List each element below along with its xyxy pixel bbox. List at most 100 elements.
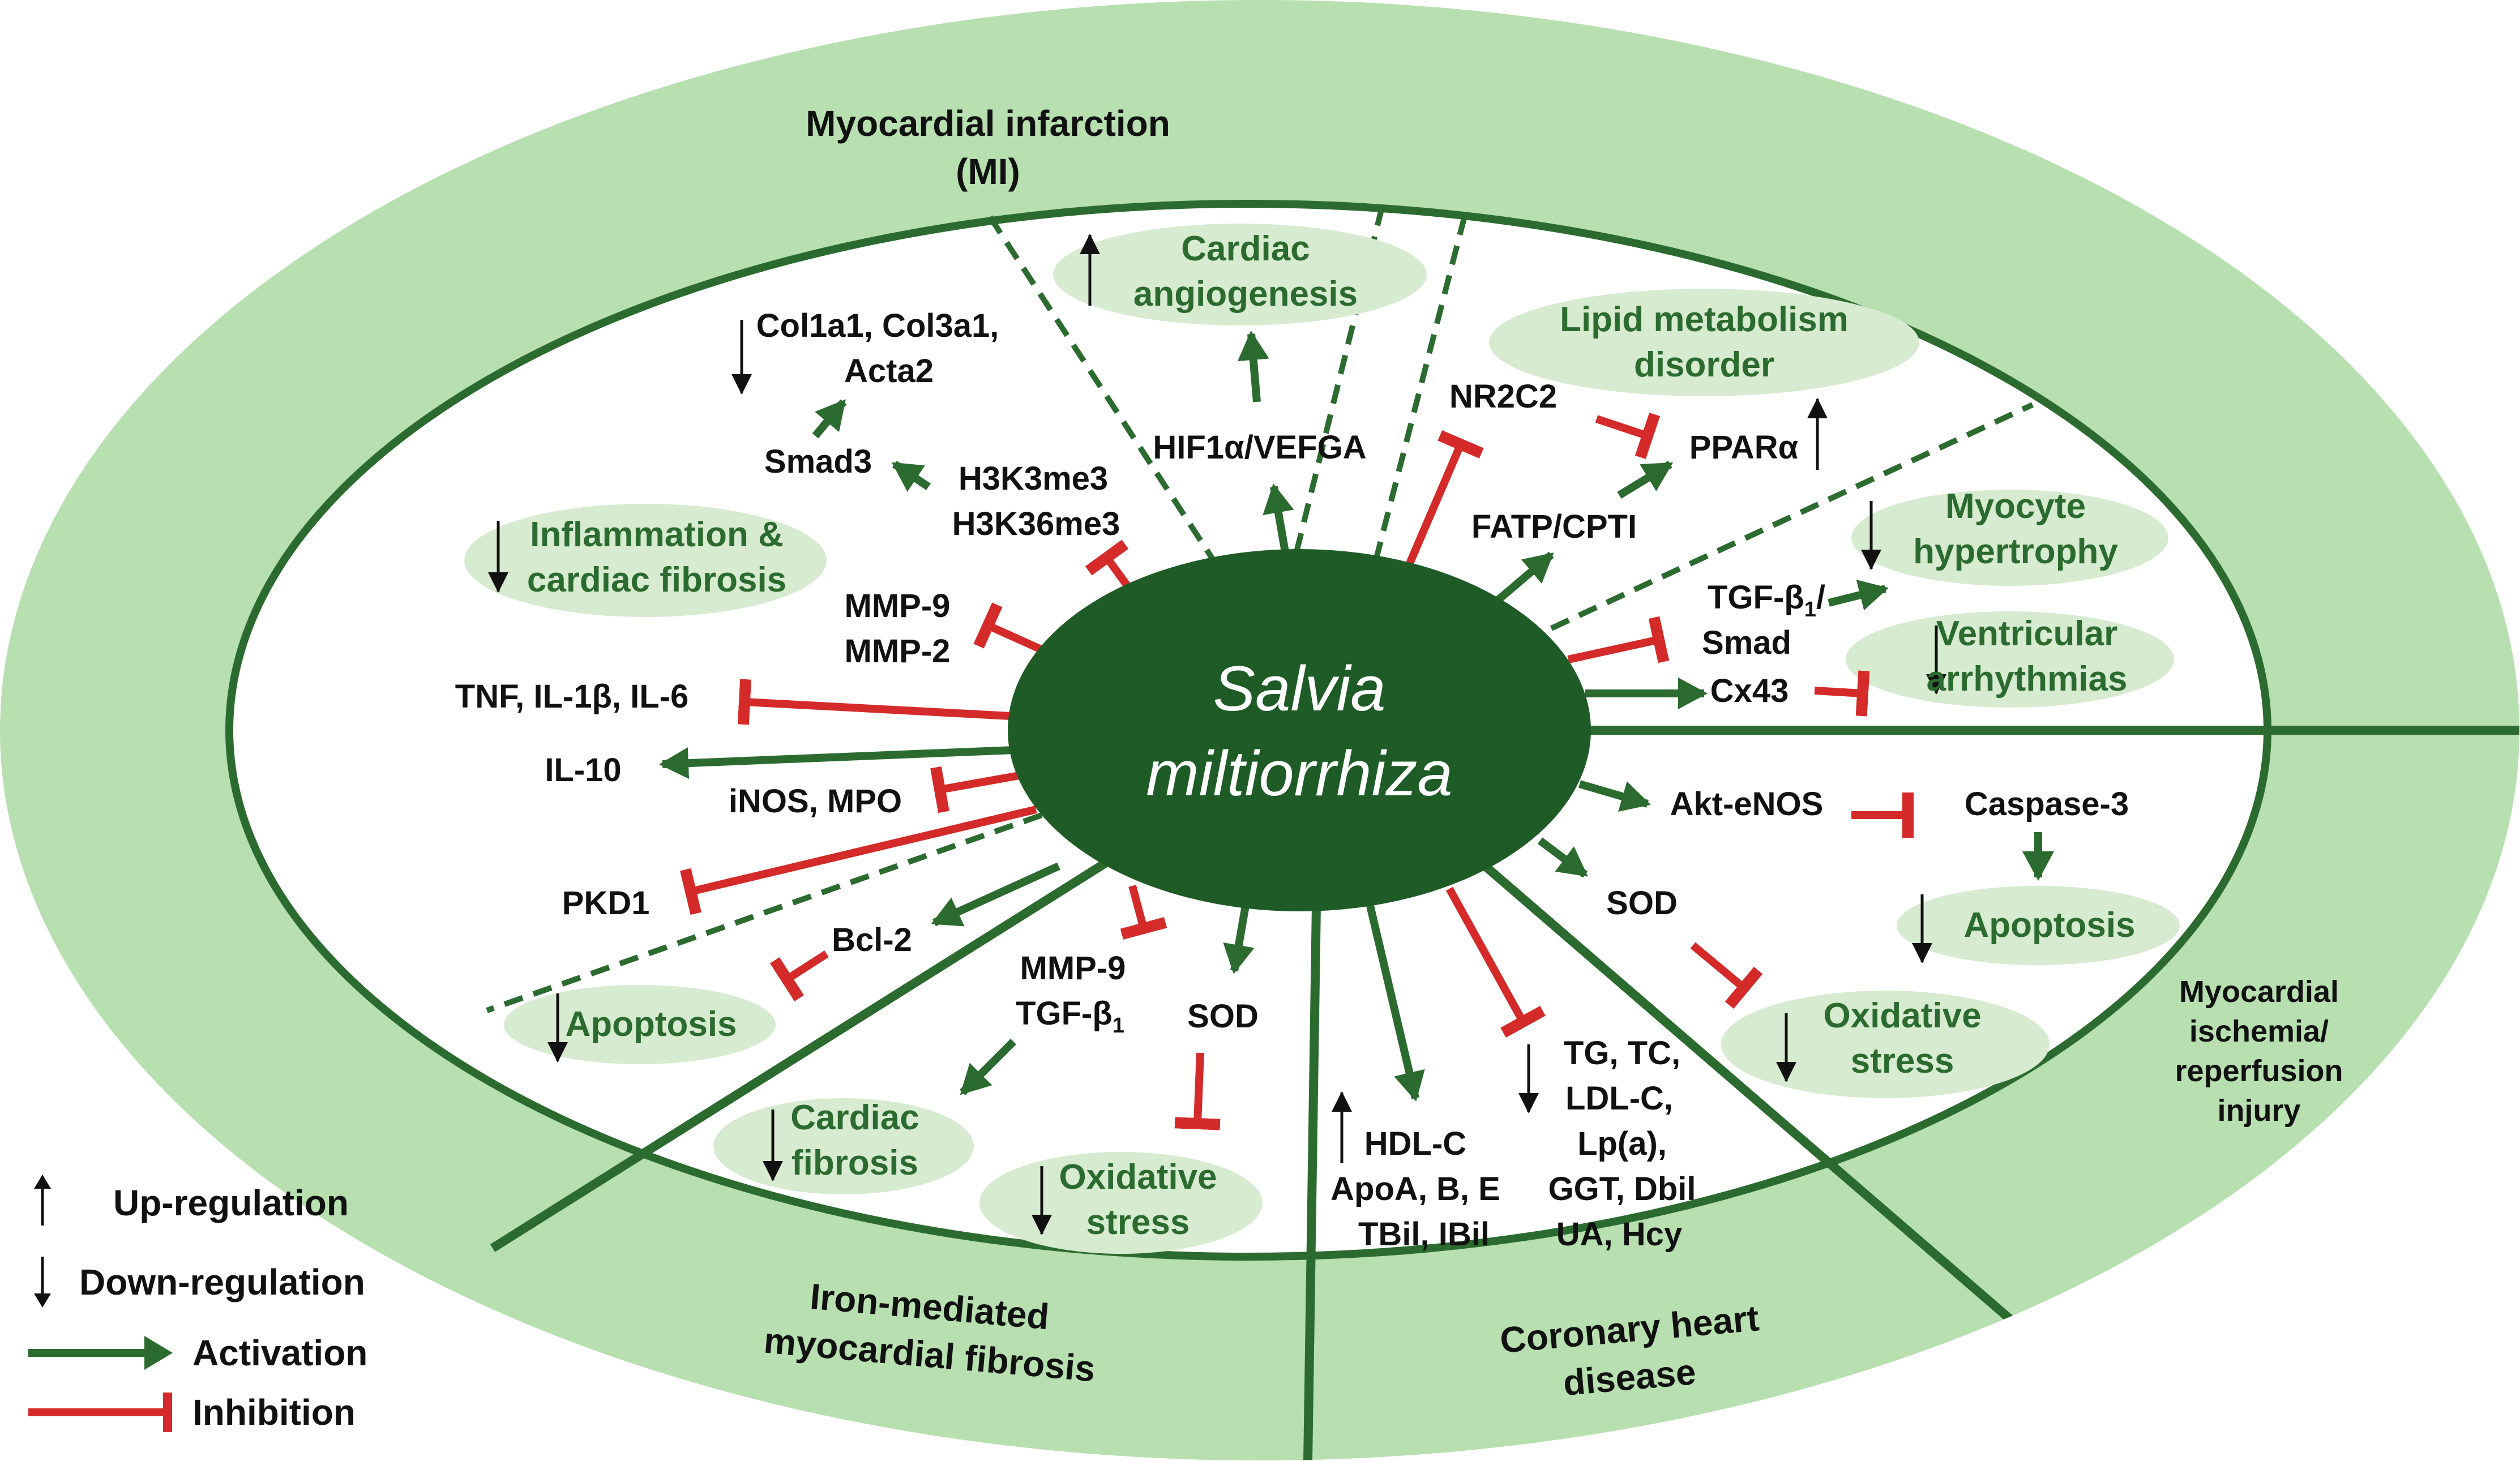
label-mmp2: MMP-2 bbox=[845, 633, 951, 670]
legend-inhibition: Inhibition bbox=[23, 1381, 356, 1443]
dash-4 bbox=[1550, 402, 2034, 631]
arrow-tgf-myocyte bbox=[1828, 579, 1889, 611]
outcome-angio-2: angiogenesis bbox=[1133, 275, 1358, 314]
pill-apoptosis-mi bbox=[504, 985, 776, 1064]
label-apo: ApoA, B, E bbox=[1330, 1171, 1500, 1207]
arrow-hif-angio bbox=[1237, 331, 1269, 402]
section-mir-2: ischemia/ bbox=[2189, 1014, 2329, 1048]
pill-myocyte bbox=[1851, 490, 2168, 586]
legend-activation-label: Activation bbox=[192, 1333, 368, 1373]
legend-inhibition-label: Inhibition bbox=[192, 1392, 356, 1433]
inhib-sod-ox bbox=[1690, 942, 1763, 1009]
label-mmp9-mi: MMP-9 bbox=[845, 588, 951, 624]
label-bcl2: Bcl-2 bbox=[832, 922, 912, 958]
outcome-myo-2: hypertrophy bbox=[1913, 532, 2118, 571]
arrow-tgf-fibrosis bbox=[960, 1039, 1016, 1095]
inhib-tgf-smad bbox=[1567, 616, 1670, 663]
section-mi-abbrev: (MI) bbox=[956, 151, 1020, 192]
label-sod-iron: SOD bbox=[1187, 998, 1259, 1035]
label-lpa: Lp(a), bbox=[1577, 1125, 1667, 1162]
inhib-mmp bbox=[973, 602, 1046, 655]
down-arrow-icon bbox=[23, 1251, 176, 1313]
dash-1 bbox=[982, 208, 1220, 568]
dash-5 bbox=[486, 812, 1043, 1013]
divider-chd-mir bbox=[1469, 851, 2013, 1323]
arrow-fatp-ppar bbox=[1617, 461, 1674, 499]
outcome-vent-1: Ventricular bbox=[1936, 614, 2117, 653]
outcome-apop-mi: Apoptosis bbox=[565, 1005, 737, 1044]
label-fatp: FATP/CPTI bbox=[1471, 508, 1637, 545]
pill-inflammation bbox=[464, 504, 827, 617]
activation-arrow-icon bbox=[23, 1322, 176, 1384]
label-caspase: Caspase-3 bbox=[1965, 786, 2129, 822]
legend-up-label: Up-regulation bbox=[113, 1182, 349, 1223]
outcome-fib-2: fibrosis bbox=[791, 1143, 918, 1182]
arrow-fatp bbox=[1492, 551, 1554, 606]
label-inos: iNOS, MPO bbox=[729, 783, 902, 820]
label-sod-mir: SOD bbox=[1606, 885, 1678, 922]
arrow-h3k-smad3 bbox=[892, 461, 931, 492]
arrow-bcl2 bbox=[931, 862, 1060, 927]
label-smad3: Smad3 bbox=[764, 443, 872, 480]
label-h3k36: H3K36me3 bbox=[952, 505, 1120, 542]
label-tg: TG, TC, bbox=[1564, 1035, 1680, 1072]
label-ua: UA, Hcy bbox=[1556, 1216, 1682, 1253]
outcome-lipid-2: disorder bbox=[1634, 345, 1774, 384]
inhib-tnf bbox=[737, 679, 1011, 725]
divider-iron-left bbox=[490, 856, 1113, 1252]
arrow-il10 bbox=[659, 746, 1014, 779]
section-mir-1: Myocardial bbox=[2179, 975, 2339, 1009]
center-label-2: miltiorrhiza bbox=[1146, 738, 1452, 809]
arrow-sod-mir bbox=[1537, 837, 1588, 878]
outcome-ox-iron-2: stress bbox=[1086, 1203, 1190, 1242]
up-arrow-icon bbox=[23, 1172, 176, 1234]
outcome-angio-1: Cardiac bbox=[1181, 229, 1310, 268]
inhib-sod-oxiron bbox=[1174, 1052, 1221, 1130]
inhib-cx43-vent bbox=[1814, 670, 1870, 717]
arrow-hif bbox=[1263, 483, 1294, 553]
label-tgf-smad: TGF-β1/ bbox=[1708, 579, 1825, 622]
label-hif: HIF1α/VEFGA bbox=[1153, 429, 1366, 466]
arrow-smad3-col bbox=[812, 399, 847, 439]
outcome-fib-1: Cardiac bbox=[790, 1098, 919, 1137]
label-ggt: GGT, Dbil bbox=[1548, 1171, 1696, 1207]
outcome-myo-1: Myocyte bbox=[1945, 487, 2086, 526]
label-pkd1: PKD1 bbox=[562, 885, 650, 922]
label-ldl: LDL-C, bbox=[1565, 1080, 1673, 1117]
pill-angiogenesis bbox=[1053, 224, 1427, 325]
arrow-hdl bbox=[1366, 905, 1425, 1102]
label-mmp9-iron: MMP-9 bbox=[1020, 950, 1126, 987]
arrow-sod-iron bbox=[1223, 905, 1255, 974]
pill-lipid bbox=[1489, 289, 1919, 396]
section-mir-3: reperfusion bbox=[2175, 1054, 2343, 1088]
outcome-ox-mir-1: Oxidative bbox=[1823, 996, 1981, 1035]
divider-iron-chd bbox=[1303, 905, 1321, 1460]
center-label-1: Salvia bbox=[1213, 653, 1385, 724]
outcome-apop-mir: Apoptosis bbox=[1963, 906, 2135, 945]
label-ppar: PPARα bbox=[1689, 429, 1799, 466]
section-mi-title: Myocardial infarction bbox=[806, 103, 1170, 144]
label-tgf-iron: TGF-β1 bbox=[1016, 995, 1124, 1038]
center-node bbox=[1008, 549, 1591, 911]
outcome-inflam-2: cardiac fibrosis bbox=[527, 560, 786, 599]
legend-down-label: Down-regulation bbox=[79, 1262, 365, 1303]
label-nr2c2: NR2C2 bbox=[1449, 378, 1557, 415]
legend-activation: Activation bbox=[23, 1322, 367, 1384]
inhib-nr2c2-ppar bbox=[1595, 412, 1661, 460]
pill-apoptosis-mir bbox=[1897, 886, 2180, 965]
outcome-inflam-1: Inflammation & bbox=[530, 515, 784, 554]
outcome-vent-2: arrhythmias bbox=[1927, 659, 2128, 699]
inhibition-bar-icon bbox=[23, 1381, 176, 1443]
legend-down: Down-regulation bbox=[23, 1251, 365, 1313]
inhib-mmp9-iron bbox=[1120, 885, 1167, 940]
label-col-1: Col1a1, Col3a1, bbox=[756, 307, 999, 344]
pill-oxidative-mir bbox=[1721, 991, 2050, 1098]
legend-up: Up-regulation bbox=[23, 1172, 349, 1234]
arrow-akt bbox=[1578, 780, 1651, 812]
label-il10: IL-10 bbox=[545, 752, 621, 789]
inhib-h3k bbox=[1085, 539, 1133, 592]
label-col-2: Acta2 bbox=[844, 353, 934, 389]
section-mir-4: injury bbox=[2217, 1094, 2300, 1128]
label-tbil: TBil, IBil bbox=[1358, 1216, 1490, 1253]
